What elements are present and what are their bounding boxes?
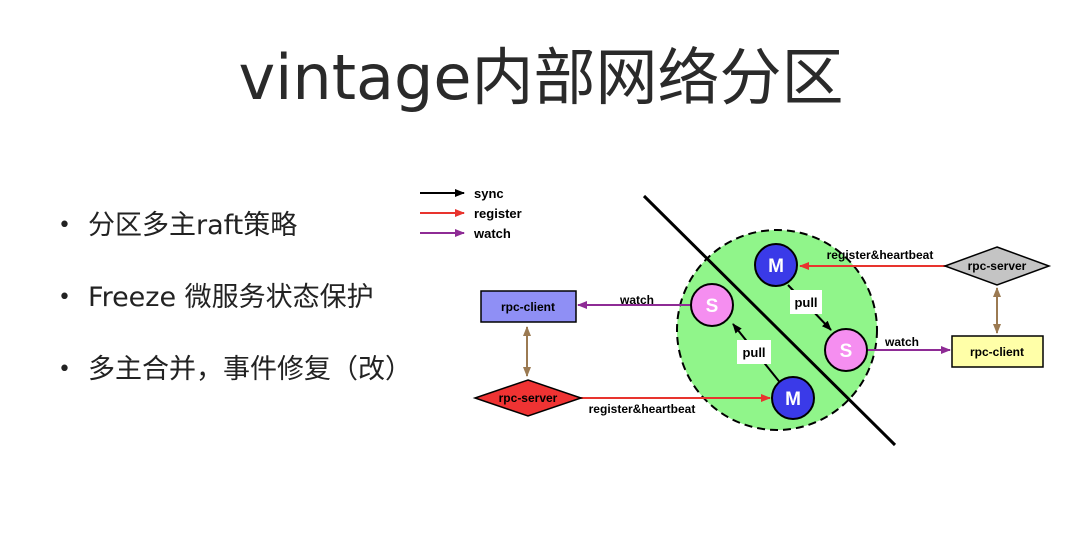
slide-title: vintage内部网络分区 xyxy=(238,41,844,114)
partition-line xyxy=(642,194,897,447)
watch-label-right: watch xyxy=(884,335,919,349)
slave-node-left-label: S xyxy=(706,296,719,317)
legend-register-label: register xyxy=(474,206,522,221)
master-node-top-label: M xyxy=(768,256,784,277)
bullet-item: • Freeze 微服务状态保护 xyxy=(58,276,412,348)
bullet-text: Freeze 微服务状态保护 xyxy=(88,282,374,313)
rpc-client-left-label: rpc-client xyxy=(501,300,555,314)
master-node-bottom xyxy=(771,376,815,420)
legend-sync-label: sync xyxy=(474,186,504,201)
slave-node-right xyxy=(824,328,868,372)
bullet-text: 多主合并，事件修复（改） xyxy=(88,354,412,385)
bullet-list: • 分区多主raft策略 • Freeze 微服务状态保护 • 多主合并，事件修复（改… xyxy=(58,204,412,420)
rpc-server-left xyxy=(472,379,584,417)
rpc-client-right xyxy=(951,335,1044,368)
pull-label-bottom-box xyxy=(737,340,771,364)
pull-label-bottom: pull xyxy=(742,345,765,360)
bullet-item: • 分区多主raft策略 xyxy=(58,204,412,276)
slave-node-left xyxy=(690,283,734,327)
watch-label-left: watch xyxy=(619,293,654,307)
master-node-top xyxy=(754,243,798,287)
master-node-bottom-label: M xyxy=(785,389,801,410)
legend-watch-label: watch xyxy=(473,226,511,241)
bullet-dot-icon: • xyxy=(58,285,71,310)
register-heartbeat-label-bottom: register&heartbeat xyxy=(589,402,696,416)
bullet-dot-icon: • xyxy=(58,357,71,382)
slave-node-right-label: S xyxy=(840,341,853,362)
rpc-server-right xyxy=(942,246,1052,286)
legend: sync register watch xyxy=(420,186,522,241)
register-heartbeat-label-top: register&heartbeat xyxy=(827,248,934,262)
bullet-item: • 多主合并，事件修复（改） xyxy=(58,348,412,420)
rpc-server-right-label: rpc-server xyxy=(968,259,1027,273)
bullet-text: 分区多主raft策略 xyxy=(88,210,298,241)
bullet-dot-icon: • xyxy=(58,213,71,238)
rpc-client-left xyxy=(480,290,577,323)
pull-label-top: pull xyxy=(794,295,817,310)
rpc-client-right-label: rpc-client xyxy=(970,345,1024,359)
pull-label-top-box xyxy=(790,290,822,314)
rpc-server-left-label: rpc-server xyxy=(499,391,558,405)
